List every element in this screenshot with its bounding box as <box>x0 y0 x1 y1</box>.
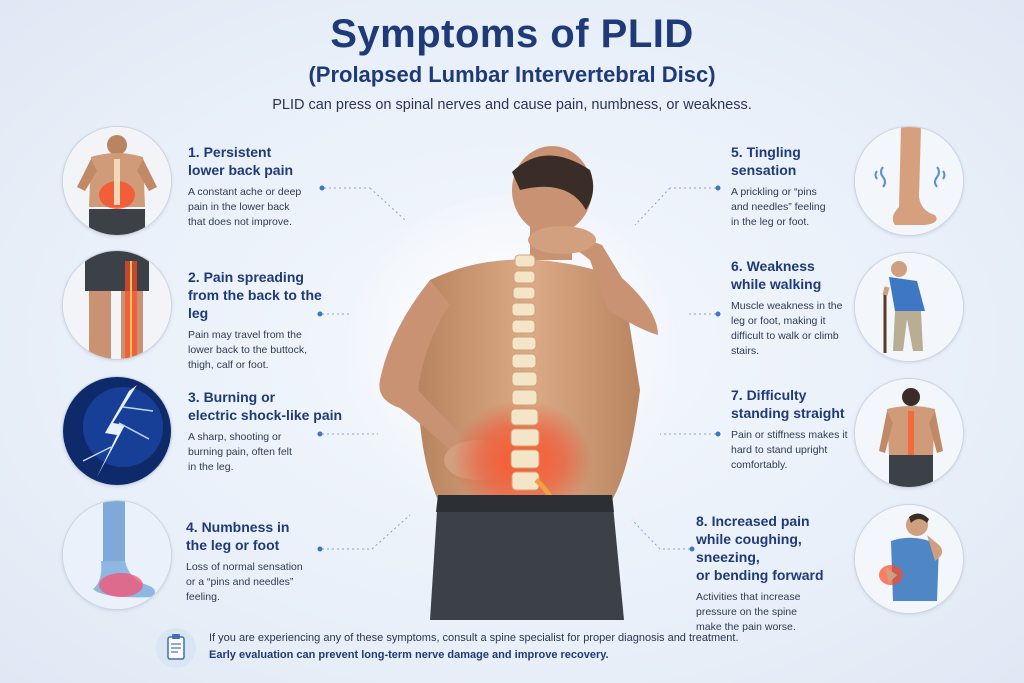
symptom-4-description: Loss of normal sensation or a “pins and … <box>186 560 326 605</box>
symptom-3-title-b: electric shock-like pain <box>188 407 343 423</box>
thumb-leg-pain <box>62 250 172 360</box>
symptom-1-desc-line: pain in the lower back <box>188 201 290 213</box>
symptom-7-description: Pain or stiffness makes it hard to stand… <box>731 428 856 473</box>
symptom-5-desc-line: in the leg or foot. <box>731 216 810 228</box>
symptom-1-desc-line: A constant ache or deep <box>188 186 302 198</box>
symptom-6-desc-line: Muscle weakness in the <box>731 300 843 312</box>
symptom-6-title-b: while walking <box>731 276 822 292</box>
symptom-2-title-b: from the back to the leg <box>188 287 322 321</box>
symptom-6-desc-line: stairs. <box>731 345 760 357</box>
symptom-1-title-a: 1. Persistent <box>188 144 272 160</box>
tingling-leg-icon <box>855 127 963 235</box>
symptom-2-desc-line: lower back to the buttock, <box>188 344 308 356</box>
symptom-8-desc-line: pressure on the spine <box>696 606 797 618</box>
center-back-figure <box>340 130 684 621</box>
footer-line-2: Early evaluation can prevent long-term n… <box>209 649 609 661</box>
leg-pain-icon <box>63 251 171 359</box>
symptom-2-title-a: 2. Pain spreading <box>188 269 304 285</box>
back-pain-icon <box>63 127 171 235</box>
footer-line-1: If you are experiencing any of these sym… <box>209 632 739 644</box>
symptom-3-description: A sharp, shooting or burning pain, often… <box>188 430 348 475</box>
symptom-7-desc-line: comfortably. <box>731 459 788 471</box>
thumb-coughing-man <box>854 504 964 614</box>
symptom-5-description: A prickling or “pins and needles” feelin… <box>731 185 851 230</box>
symptom-3-desc-line: burning pain, often felt <box>188 446 292 458</box>
foot-numbness-icon <box>63 501 171 609</box>
symptom-7-desc-line: Pain or stiffness makes it <box>731 429 848 441</box>
lightning-icon <box>63 377 171 485</box>
symptom-6-desc-line: difficult to walk or climb <box>731 330 839 342</box>
page-title: Symptoms of PLID <box>330 12 694 56</box>
symptom-5-title-b: sensation <box>731 162 797 178</box>
symptom-8-title-b: while coughing, sneezing, <box>696 531 802 565</box>
walking-cane-icon <box>855 253 963 361</box>
symptom-6-desc-line: leg or foot, making it <box>731 315 826 327</box>
symptom-8-desc-line: make the pain worse. <box>696 621 796 633</box>
thumb-tingling-leg <box>854 126 964 236</box>
symptom-7-title-a: 7. Difficulty <box>731 387 807 403</box>
symptom-3-title-a: 3. Burning or <box>188 389 276 405</box>
coughing-man-icon <box>855 505 963 613</box>
thumb-walking-cane <box>854 252 964 362</box>
symptom-8-description: Activities that increase pressure on the… <box>696 590 854 635</box>
page-subtitle: (Prolapsed Lumbar Intervertebral Disc) <box>308 62 716 87</box>
symptom-8-title-a: 8. Increased pain <box>696 513 810 529</box>
symptom-6-title-a: 6. Weakness <box>731 258 815 274</box>
symptom-8-desc-line: Activities that increase <box>696 591 801 603</box>
symptom-1-description: A constant ache or deep pain in the lowe… <box>188 185 323 230</box>
symptom-2-description: Pain may travel from the lower back to t… <box>188 328 333 373</box>
symptom-4-title-b: the leg or foot <box>186 537 280 553</box>
clipboard-icon <box>156 628 196 668</box>
symptom-7-desc-line: hard to stand upright <box>731 444 828 456</box>
symptom-3-desc-line: in the leg. <box>188 461 234 473</box>
standing-back-icon <box>855 379 963 487</box>
symptom-8-title-c: or bending forward <box>696 567 824 583</box>
symptom-3-desc-line: A sharp, shooting or <box>188 431 282 443</box>
page-tagline: PLID can press on spinal nerves and caus… <box>272 97 752 113</box>
symptom-4-desc-line: feeling. <box>186 591 220 603</box>
symptom-4-desc-line: or a “pins and needles” <box>186 576 294 588</box>
thumb-foot-numbness <box>62 500 172 610</box>
footer-note: If you are experiencing any of these sym… <box>209 630 849 664</box>
symptom-1-title-b: lower back pain <box>188 162 294 178</box>
symptom-5-desc-line: A prickling or “pins <box>731 186 817 198</box>
symptom-4-desc-line: Loss of normal sensation <box>186 561 303 573</box>
thumb-lightning <box>62 376 172 486</box>
thumb-back-pain <box>62 126 172 236</box>
symptom-5-title-a: 5. Tingling <box>731 144 801 160</box>
symptom-2-desc-line: Pain may travel from the <box>188 329 302 341</box>
symptom-6-description: Muscle weakness in the leg or foot, maki… <box>731 299 856 359</box>
symptom-7-title-b: standing straight <box>731 405 845 421</box>
symptom-1-desc-line: that does not improve. <box>188 216 292 228</box>
symptom-5-desc-line: and needles” feeling <box>731 201 826 213</box>
thumb-standing-back <box>854 378 964 488</box>
symptom-2-desc-line: thigh, calf or foot. <box>188 359 269 371</box>
symptom-4-title-a: 4. Numbness in <box>186 519 290 535</box>
